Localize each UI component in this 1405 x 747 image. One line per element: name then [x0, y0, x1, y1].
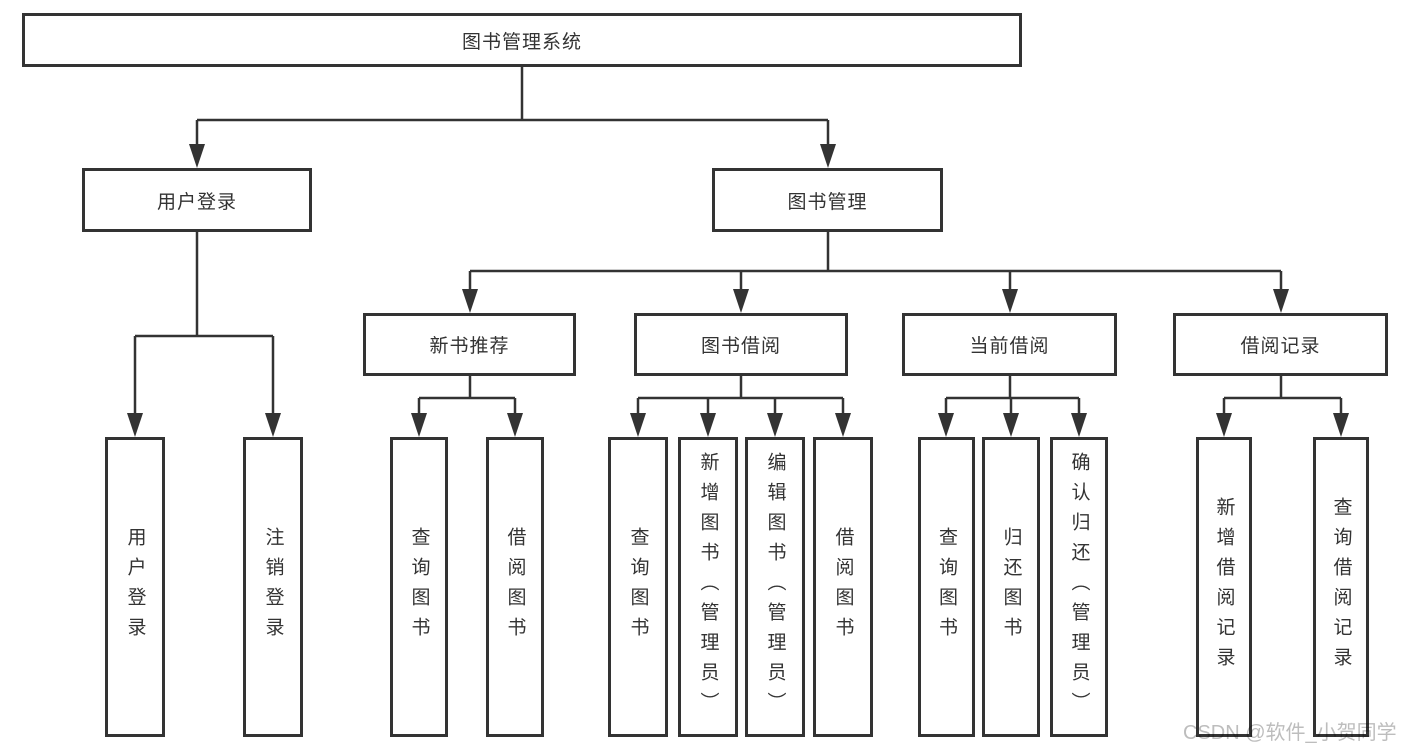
leaf-add-books-admin: 新增图书（管理员）	[678, 437, 738, 737]
leaf-add-borrow-record: 新增借阅记录	[1196, 437, 1252, 737]
arrowhead-icon	[1003, 413, 1019, 437]
arrowhead-icon	[127, 413, 143, 437]
leaf-confirm-return-admin: 确认归还（管理员）	[1050, 437, 1108, 737]
arrowhead-icon	[265, 413, 281, 437]
arrowhead-icon	[411, 413, 427, 437]
leaf-return-books: 归还图书	[982, 437, 1040, 737]
arrowhead-icon	[835, 413, 851, 437]
node-current-borrowing: 当前借阅	[902, 313, 1117, 376]
arrowhead-icon	[1273, 289, 1289, 313]
arrowhead-icon	[630, 413, 646, 437]
arrowhead-icon	[1002, 289, 1018, 313]
arrowhead-icon	[767, 413, 783, 437]
leaf-user-login: 用户登录	[105, 437, 165, 737]
node-book-borrowing: 图书借阅	[634, 313, 848, 376]
arrowhead-icon	[1333, 413, 1349, 437]
leaf-borrow-books-borrowing: 借阅图书	[813, 437, 873, 737]
arrowhead-icon	[733, 289, 749, 313]
csdn-watermark: CSDN @软件_小贺同学	[1183, 722, 1397, 744]
node-new-book-recommend: 新书推荐	[363, 313, 576, 376]
leaf-query-books-newbooks: 查询图书	[390, 437, 448, 737]
arrowhead-icon	[1071, 413, 1087, 437]
leaf-borrow-books-newbooks: 借阅图书	[486, 437, 544, 737]
node-book-management: 图书管理	[712, 168, 943, 232]
leaf-query-books-current: 查询图书	[918, 437, 975, 737]
arrowhead-icon	[462, 289, 478, 313]
arrowhead-icons	[127, 144, 1349, 437]
node-book-management-system: 图书管理系统	[22, 13, 1022, 67]
leaf-logout: 注销登录	[243, 437, 303, 737]
connector-paths	[133, 67, 1343, 415]
arrowhead-icon	[938, 413, 954, 437]
arrowhead-icon	[189, 144, 205, 168]
leaf-query-borrow-record: 查询借阅记录	[1313, 437, 1369, 737]
arrowhead-icon	[1216, 413, 1232, 437]
arrowhead-icon	[507, 413, 523, 437]
node-user-login: 用户登录	[82, 168, 312, 232]
leaf-query-books-borrowing: 查询图书	[608, 437, 668, 737]
node-borrowing-records: 借阅记录	[1173, 313, 1388, 376]
arrowhead-icon	[700, 413, 716, 437]
leaf-edit-books-admin: 编辑图书（管理员）	[745, 437, 805, 737]
arrowhead-icon	[820, 144, 836, 168]
